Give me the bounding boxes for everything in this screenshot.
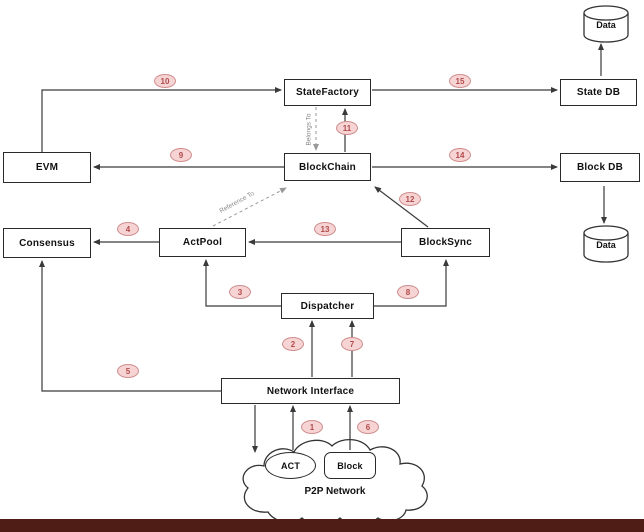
step-badge-2: 2 — [282, 337, 304, 351]
edge-8-dispatcher-blocksync — [374, 259, 449, 307]
edge-3-dispatcher-actpool — [203, 259, 281, 307]
data-cylinder-right — [583, 225, 629, 263]
edge-12-blocksync-blockchain — [374, 186, 429, 228]
p2p-network-label: P2P Network — [304, 486, 366, 497]
step-badge-13: 13 — [314, 222, 336, 236]
step-badge-6: 6 — [357, 420, 379, 434]
node-state-db: State DB — [560, 79, 637, 106]
data-top-label: Data — [596, 20, 616, 30]
step-badge-1: 1 — [301, 420, 323, 434]
node-act: ACT — [265, 452, 316, 479]
edge-reference-to — [212, 187, 287, 227]
bottom-bar — [0, 519, 644, 532]
step-badge-9: 9 — [170, 148, 192, 162]
data-cylinder-top — [583, 5, 629, 43]
step-badge-5: 5 — [117, 364, 139, 378]
step-badge-14: 14 — [449, 148, 471, 162]
step-badge-3: 3 — [229, 285, 251, 299]
node-state-factory: StateFactory — [284, 79, 371, 106]
node-block: Block — [324, 452, 376, 479]
node-network-interface: Network Interface — [221, 378, 400, 404]
dashed-edges — [212, 107, 319, 227]
node-actpool: ActPool — [159, 228, 246, 257]
step-badge-4: 4 — [117, 222, 139, 236]
node-blockchain: BlockChain — [284, 153, 371, 181]
belongs-to-label: Belongs To — [305, 113, 313, 146]
step-badge-8: 8 — [397, 285, 419, 299]
data-right-label: Data — [596, 240, 616, 250]
node-dispatcher: Dispatcher — [281, 293, 374, 319]
step-badge-11: 11 — [336, 121, 358, 135]
edge-10-evm-statefactory — [41, 87, 282, 152]
step-badge-12: 12 — [399, 192, 421, 206]
node-consensus: Consensus — [3, 228, 91, 258]
node-block-db: Block DB — [560, 153, 640, 182]
edge-5-ni-consensus — [39, 260, 221, 392]
node-blocksync: BlockSync — [401, 228, 490, 257]
step-badge-7: 7 — [341, 337, 363, 351]
step-badge-10: 10 — [154, 74, 176, 88]
node-evm: EVM — [3, 152, 91, 183]
step-badge-15: 15 — [449, 74, 471, 88]
